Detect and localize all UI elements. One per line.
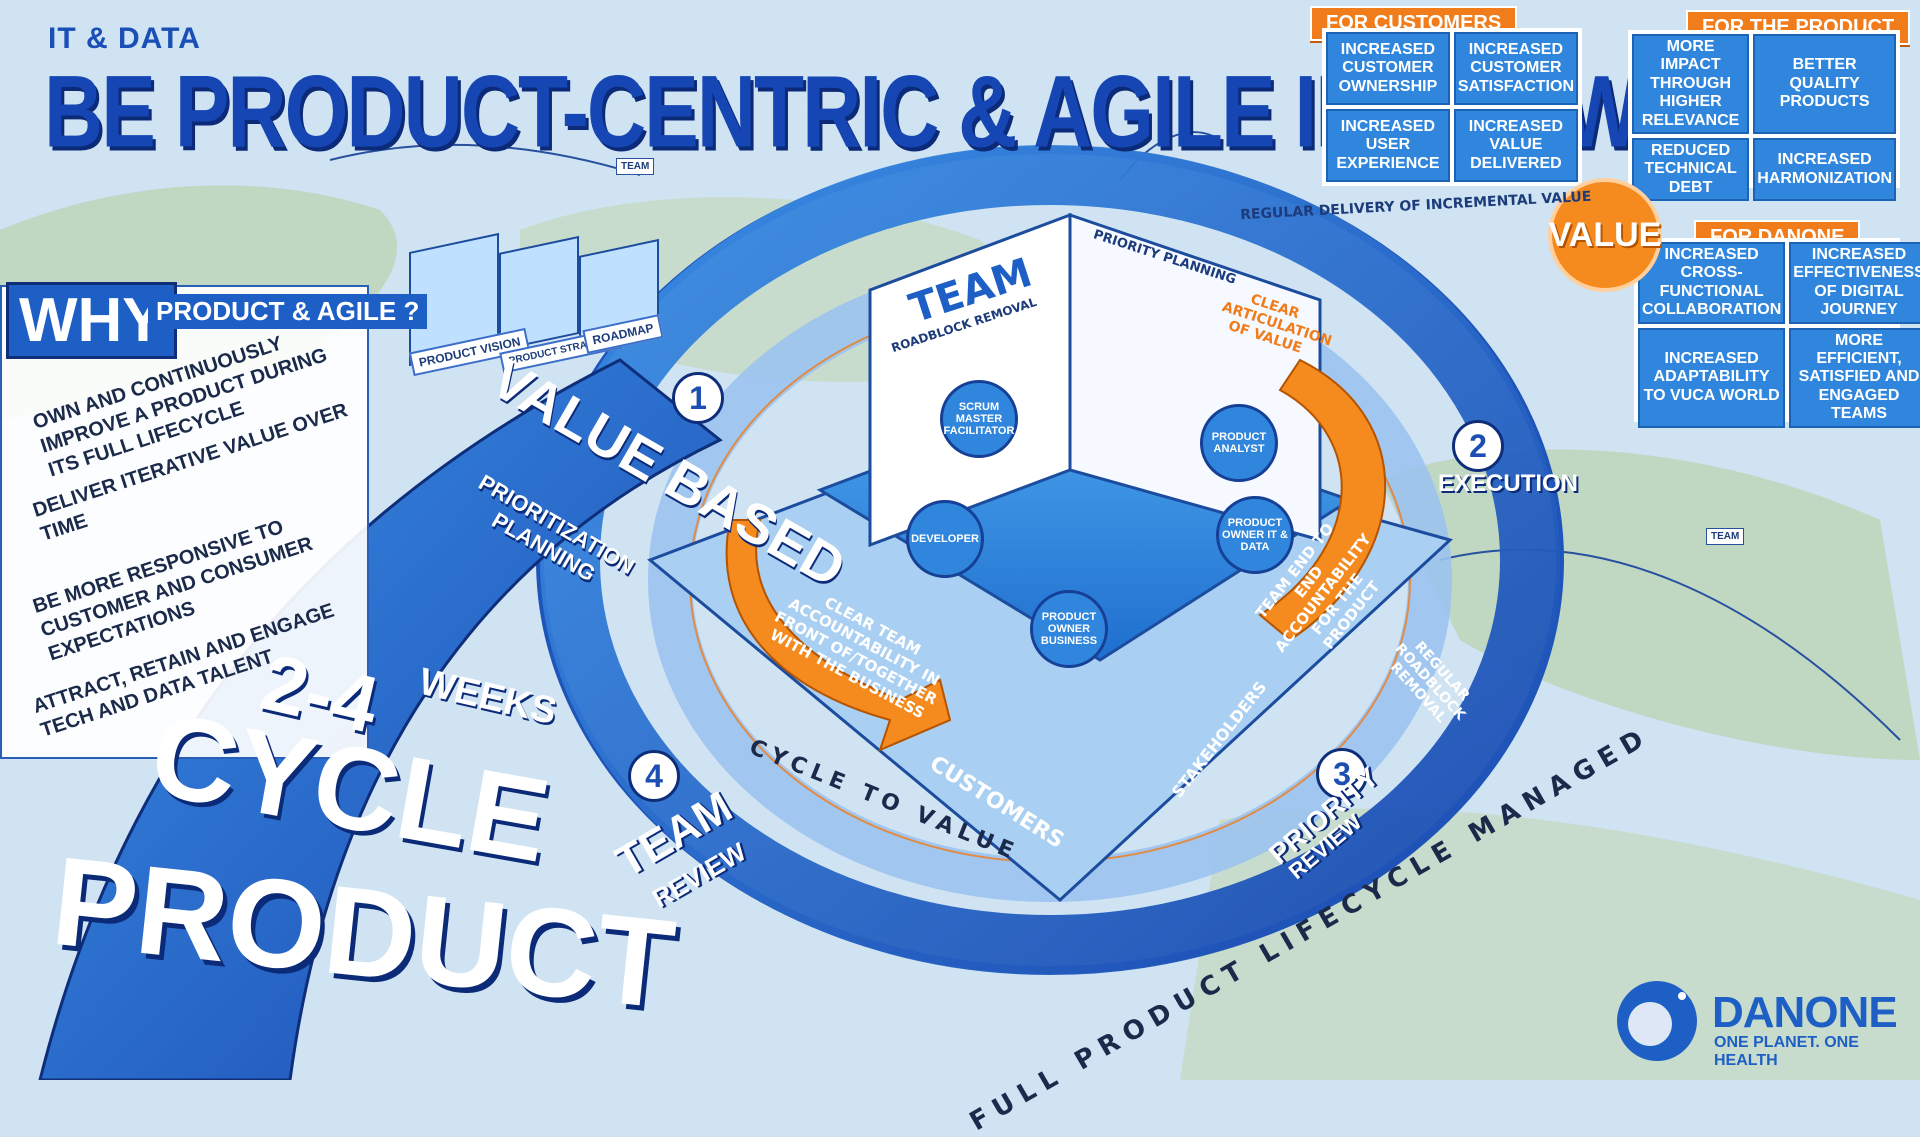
infographic: IT & DATA BE PRODUCT-CENTRIC & AGILE IN … [0, 6, 1920, 1137]
benefit-cell: BETTER QUALITY PRODUCTS [1753, 34, 1896, 134]
map-team-tag: TEAM [1706, 528, 1745, 545]
danone-logo-icon [1617, 981, 1697, 1061]
customers-benefits-grid: INCREASED CUSTOMER OWNERSHIP INCREASED C… [1322, 28, 1582, 186]
logo-tagline: ONE PLANET. ONE HEALTH [1714, 1034, 1859, 1069]
benefit-cell: MORE EFFICIENT, SATISFIED AND ENGAGED TE… [1789, 327, 1920, 428]
danone-benefits-grid: INCREASED CROSS-FUNCTIONAL COLLABORATION… [1634, 238, 1920, 428]
benefit-cell: REDUCED TECHNICAL DEBT [1632, 137, 1750, 202]
map-team-tag: TEAM [616, 158, 655, 175]
logo-name: DANONE [1712, 988, 1898, 1037]
benefit-cell: INCREASED USER EXPERIENCE [1326, 109, 1450, 182]
why-subtitle: PRODUCT & AGILE ? [148, 294, 428, 329]
benefit-cell: INCREASED EFFECTIVENESS OF DIGITAL JOURN… [1789, 242, 1920, 324]
stage-number-3: 3 [1316, 748, 1368, 800]
role-product-owner-business: PRODUCT OWNER BUSINESS [1030, 590, 1108, 668]
product-cycle-band [38, 358, 723, 1080]
benefit-cell: INCREASED HARMONIZATION [1753, 137, 1896, 202]
why-panel [0, 285, 369, 759]
stage-number-1: 1 [672, 372, 724, 424]
product-benefits-grid: MORE IMPACT THROUGH HIGHER RELEVANCE BET… [1628, 30, 1900, 202]
lifecycle-ring [540, 145, 1560, 975]
route-line [329, 144, 641, 176]
role-scrum-master: SCRUM MASTER FACILITATOR [940, 380, 1018, 458]
stage-title-2: EXECUTION [1438, 470, 1579, 497]
benefit-cell: MORE IMPACT THROUGH HIGHER RELEVANCE [1632, 34, 1750, 134]
role-developer: DEVELOPER [906, 500, 984, 578]
stage-number-4: 4 [628, 750, 680, 802]
header-tag: IT & DATA [48, 22, 201, 55]
role-product-analyst: PRODUCT ANALYST [1200, 404, 1278, 482]
benefit-cell: INCREASED ADAPTABILITY TO VUCA WORLD [1638, 327, 1786, 428]
benefit-cell: INCREASED CUSTOMER OWNERSHIP [1326, 32, 1450, 105]
stage-number-2: 2 [1452, 420, 1504, 472]
accountability-arrow-business [725, 519, 952, 752]
benefit-cell: INCREASED VALUE DELIVERED [1453, 109, 1578, 182]
value-bubble: VALUE [1548, 178, 1662, 292]
benefit-cell: INCREASED CROSS-FUNCTIONAL COLLABORATION [1638, 242, 1786, 324]
strategy-board-frame [499, 235, 579, 351]
benefit-cell: INCREASED CUSTOMER SATISFACTION [1453, 32, 1578, 105]
accountability-arrow-product [1258, 358, 1387, 642]
role-product-owner-it: PRODUCT OWNER IT & DATA [1216, 496, 1294, 574]
